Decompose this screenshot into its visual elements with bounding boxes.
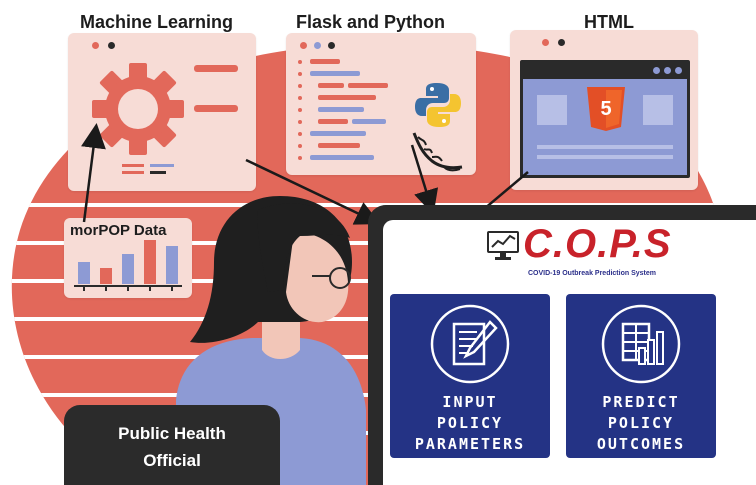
window-dot xyxy=(558,39,565,46)
window-dot xyxy=(664,67,671,74)
morpop-bar xyxy=(100,268,112,284)
browser-text-line xyxy=(537,145,673,149)
window-dot xyxy=(328,42,335,49)
browser-side-block xyxy=(643,95,673,125)
computer-chart-icon xyxy=(487,231,519,260)
document-pencil-icon xyxy=(430,304,510,384)
flask-python-card xyxy=(286,33,476,175)
machine-learning-card xyxy=(68,33,256,191)
gear-icon xyxy=(92,63,184,155)
browser-titlebar xyxy=(523,63,687,79)
browser-side-block xyxy=(537,95,567,125)
window-dot xyxy=(300,42,307,49)
flask-python-label: Flask and Python xyxy=(296,12,446,32)
input-policy-button[interactable]: INPUT POLICY PARAMETERS xyxy=(390,294,550,458)
morpop-bar xyxy=(166,246,178,284)
python-logo-icon xyxy=(415,83,461,127)
window-dot xyxy=(542,39,549,46)
morpop-bar xyxy=(78,262,90,284)
cops-subtitle: COVID-19 Outbreak Prediction System xyxy=(528,270,656,277)
html-label: HTML xyxy=(584,12,634,32)
chart-report-icon xyxy=(601,304,681,384)
browser-window: 5 xyxy=(520,60,690,178)
window-dot xyxy=(92,42,99,49)
machine-learning-label: Machine Learning xyxy=(80,12,234,32)
ml-text-line xyxy=(122,164,144,167)
morpop-label: morPOP Data xyxy=(70,222,167,239)
ml-text-line xyxy=(194,105,238,112)
morpop-bar xyxy=(122,254,134,284)
code-lines xyxy=(298,59,388,160)
ml-text-line xyxy=(194,65,238,72)
morpop-bar xyxy=(144,240,156,284)
morpop-card: morPOP Data xyxy=(64,218,192,298)
window-dot xyxy=(314,42,321,49)
ml-text-line xyxy=(150,164,174,167)
html5-logo-icon: 5 xyxy=(587,87,625,131)
role-label: Public Health Official xyxy=(118,424,226,470)
window-dot xyxy=(653,67,660,74)
ml-text-line xyxy=(150,171,166,174)
input-policy-label: INPUT POLICY PARAMETERS xyxy=(414,393,526,453)
html-card: 5 xyxy=(510,30,698,190)
window-dot xyxy=(675,67,682,74)
role-label-box xyxy=(64,405,280,485)
predict-outcomes-label: PREDICT POLICY OUTCOMES xyxy=(596,393,686,453)
browser-text-line xyxy=(537,155,673,159)
morpop-bar-chart xyxy=(74,240,182,291)
window-dot xyxy=(108,42,115,49)
cops-title: C.O.P.S xyxy=(523,222,672,266)
predict-outcomes-button[interactable]: PREDICT POLICY OUTCOMES xyxy=(566,294,716,458)
svg-text:5: 5 xyxy=(600,98,611,120)
ml-text-line xyxy=(122,171,144,174)
